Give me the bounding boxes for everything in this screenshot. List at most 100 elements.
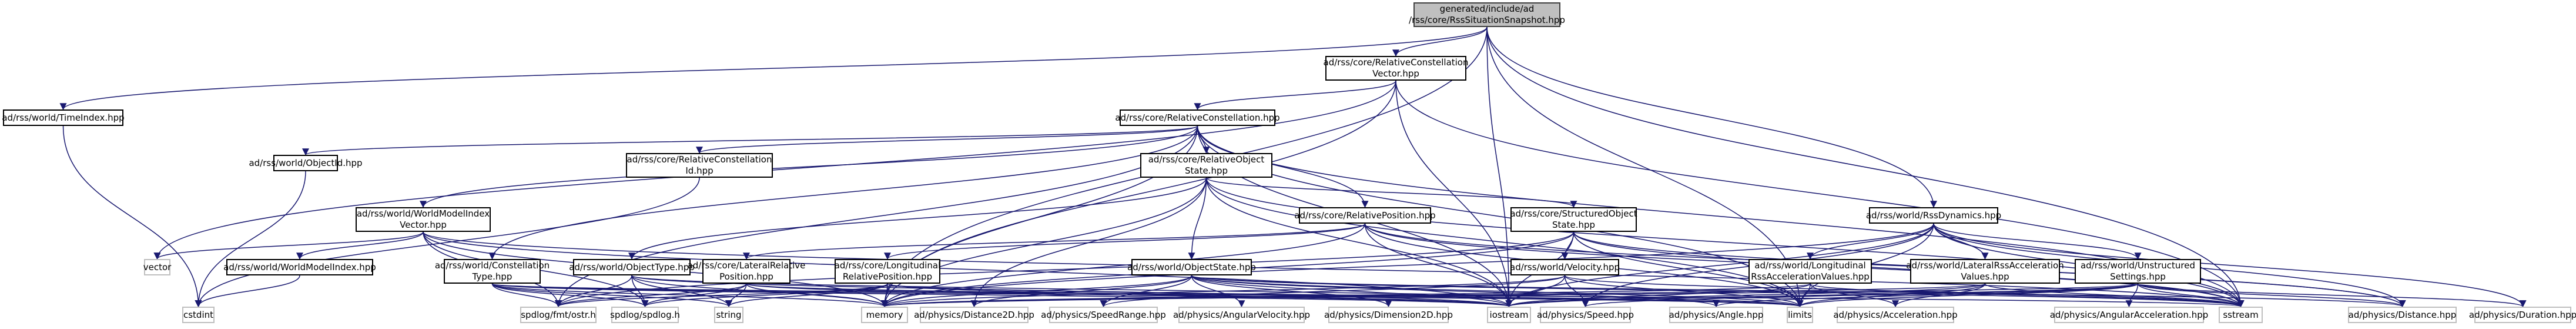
edge-rssdyn-to-unstr <box>1933 223 2142 260</box>
edge-root-to-timeindex <box>59 26 1488 111</box>
node-speedrange: ad/physics/SpeedRange.hpp <box>1041 307 1166 323</box>
edge-wmiv-to-iostream <box>423 231 1513 308</box>
edge-unstr-to-duration <box>2137 283 2527 308</box>
edge-wmiv-to-vector <box>153 231 424 260</box>
edge-rc-to-objectid <box>302 125 1198 156</box>
edge-ros-to-iostream <box>1205 177 1513 308</box>
edge-unstr-to-angacc <box>2125 283 2139 308</box>
edge-root-to-rssdyn <box>1486 26 1937 208</box>
node-duration: ad/physics/Duration.hpp <box>2469 307 2576 323</box>
edge-ostate-to-angle <box>1191 275 1720 308</box>
node-spdlog: spdlog/spdlog.h <box>610 307 680 323</box>
edge-lonacc-to-sstream <box>1810 283 2245 308</box>
edge-rc-to-relpos <box>1197 125 1369 208</box>
edge-otype-to-string <box>631 275 732 308</box>
node-rc[interactable]: ad/rss/core/RelativeConstellation.hpp <box>1115 109 1280 126</box>
edge-latrel-to-spdlog <box>641 283 747 308</box>
node-limits: limits <box>1787 307 1813 323</box>
edge-latrel-to-ostr <box>555 283 747 308</box>
node-iostream: iostream <box>1487 307 1531 323</box>
node-root[interactable]: generated/include/ad /rss/core/RssSituat… <box>1409 2 1565 27</box>
edge-root-to-iostream <box>1486 26 1513 308</box>
node-dim2d: ad/physics/Dimension2D.hpp <box>1324 307 1453 323</box>
node-distance: ad/physics/Distance.hpp <box>2348 307 2457 323</box>
node-ros[interactable]: ad/rss/core/RelativeObject State.hpp <box>1140 153 1272 178</box>
edge-unstr-to-sstream <box>2137 283 2245 308</box>
edge-rssdyn-to-memory <box>881 223 1934 308</box>
edge-ctype-to-memory <box>491 283 888 308</box>
edge-lonacc-to-iostream <box>1505 283 1811 308</box>
edge-root-to-limits <box>1486 26 1804 308</box>
node-angle: ad/physics/Angle.hpp <box>1669 307 1763 323</box>
edge-rcv-to-rc <box>1194 80 1396 111</box>
edge-root-to-sstream <box>1486 26 2245 308</box>
node-vector: vector <box>143 259 171 275</box>
node-angacc: ad/physics/AngularAcceleration.hpp <box>2050 307 2208 323</box>
edge-unstr-to-memory <box>882 283 2139 308</box>
node-latacc[interactable]: ad/rss/world/LateralRssAcceleration Valu… <box>1906 259 2064 284</box>
node-sos[interactable]: ad/rss/core/StructuredObject State.hpp <box>1510 207 1637 232</box>
edge-lonrel-to-string <box>725 283 888 308</box>
edge-lonrel-to-spdlog <box>641 283 888 308</box>
node-sstream: sstream <box>2219 307 2263 323</box>
edge-ostate-to-dim2d <box>1191 275 1392 308</box>
edge-rcv-to-iostream <box>1395 80 1513 308</box>
node-memory: memory <box>861 307 908 323</box>
edge-unstr-to-distance <box>2137 283 2406 308</box>
edge-rcid-to-cstdint <box>195 177 700 308</box>
edge-ostate-to-memory <box>881 275 1192 308</box>
node-otype[interactable]: ad/rss/world/ObjectType.hpp <box>569 259 695 275</box>
edge-ctype-to-iostream <box>491 283 1512 308</box>
edge-lonrel-to-iostream <box>887 283 1512 308</box>
node-objectid[interactable]: ad/rss/world/ObjectId.hpp <box>249 155 363 171</box>
edge-rssdyn-to-iostream <box>1505 223 1934 308</box>
node-unstr[interactable]: ad/rss/world/Unstructured Settings.hpp <box>2075 259 2201 284</box>
edge-rc-to-ctype <box>488 125 1198 260</box>
node-lonacc[interactable]: ad/rss/world/Longitudinal RssAcceleratio… <box>1748 259 1872 284</box>
edge-rc-to-wmiv <box>420 125 1198 208</box>
node-ostate[interactable]: ad/rss/world/ObjectState.hpp <box>1127 259 1256 275</box>
node-angvel: ad/physics/AngularVelocity.hpp <box>1173 307 1310 323</box>
node-wmiv[interactable]: ad/rss/world/WorldModelIndex Vector.hpp <box>356 207 491 232</box>
edge-velocity-to-speed <box>1564 275 1589 308</box>
edge-velocity-to-speedrange <box>1100 275 1566 308</box>
edge-unstr-to-angle <box>1713 283 2139 308</box>
node-string: string <box>714 307 743 323</box>
edge-timeindex-to-cstdint <box>62 125 202 308</box>
node-relpos[interactable]: ad/rss/core/RelativePosition.hpp <box>1294 207 1436 224</box>
node-velocity[interactable]: ad/rss/world/Velocity.hpp <box>1510 259 1620 275</box>
edge-ostate-to-iostream <box>1191 275 1513 308</box>
edge-latacc-to-iostream <box>1505 283 1986 308</box>
edge-rssdyn-to-lonacc <box>1807 223 1934 260</box>
node-ostr: spdlog/fmt/ostr.h <box>520 307 597 323</box>
edge-relpos-to-latrel <box>743 223 1366 260</box>
node-speed: ad/physics/Speed.hpp <box>1537 307 1634 323</box>
node-wmi[interactable]: ad/rss/world/WorldModelIndex.hpp <box>223 259 376 275</box>
edge-wmiv-to-wmi <box>296 231 424 260</box>
node-latrel[interactable]: ad/rss/core/LateralRelative Position.hpp <box>688 259 805 284</box>
node-accel: ad/physics/Acceleration.hpp <box>1833 307 1958 323</box>
edge-velocity-to-memory <box>881 275 1566 308</box>
edge-wmiv-to-sstream <box>423 231 2244 308</box>
edge-ostate-to-speedrange <box>1100 275 1192 308</box>
node-timeindex[interactable]: ad/rss/world/TimeIndex.hpp <box>2 109 125 126</box>
edge-rc-to-rcid <box>696 125 1198 154</box>
edge-velocity-to-limits <box>1564 275 1804 308</box>
edge-ctype-to-spdlog <box>491 283 649 308</box>
edge-latacc-to-limits <box>1796 283 1986 308</box>
node-cstdint: cstdint <box>182 307 215 323</box>
node-lonrel[interactable]: ad/rss/core/Longitudinal RelativePositio… <box>835 259 940 284</box>
edge-ros-to-dist2d <box>970 177 1207 308</box>
edge-lonrel-to-ostr <box>555 283 888 308</box>
node-rcid[interactable]: ad/rss/core/RelativeConstellation Id.hpp <box>626 153 773 178</box>
node-ctype[interactable]: ad/rss/world/Constellation Type.hpp <box>435 259 550 284</box>
node-rcv[interactable]: ad/rss/core/RelativeConstellation Vector… <box>1324 56 1469 81</box>
edge-ros-to-otype <box>628 177 1207 260</box>
edge-rcv-to-vector <box>153 80 1396 260</box>
edge-ros-to-ostate <box>1188 177 1207 260</box>
edge-sos-to-limits <box>1573 231 1804 308</box>
edge-wmi-to-cstdint <box>195 275 300 308</box>
edge-relpos-to-lonrel <box>884 223 1366 260</box>
node-rssdyn[interactable]: ad/rss/world/RssDynamics.hpp <box>1866 207 2001 224</box>
